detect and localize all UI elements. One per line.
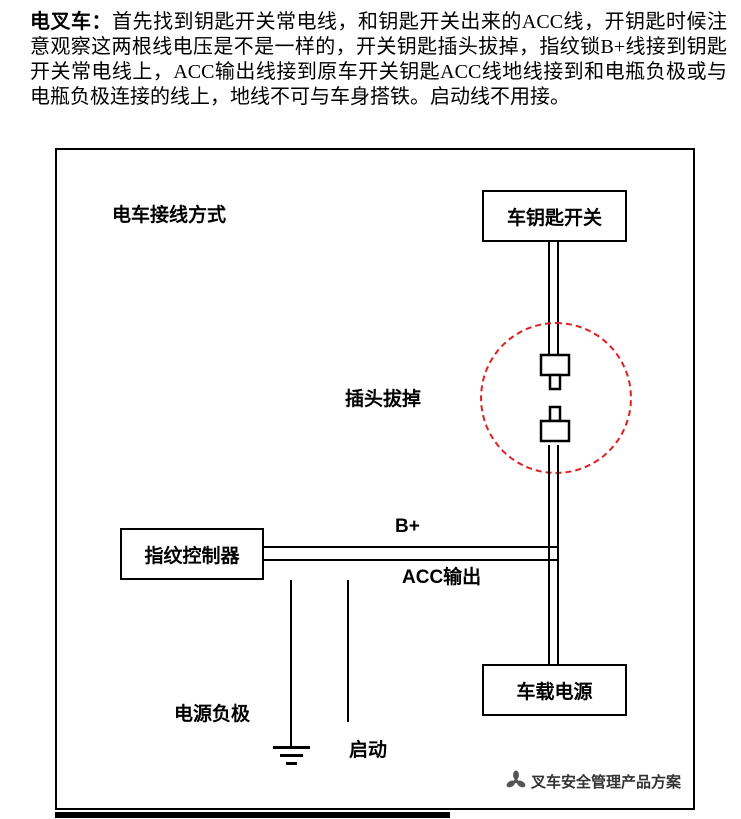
diagram-title: 电车接线方式 bbox=[112, 205, 227, 226]
wire-acc bbox=[264, 559, 559, 561]
wire-keyswitch-left bbox=[548, 242, 550, 355]
fan-icon bbox=[506, 770, 526, 788]
intro-body: 首先找到钥匙开关常电线，和钥匙开关出来的ACC线，开钥匙时候注意观察这两根线电压… bbox=[30, 11, 727, 108]
power-negative-label: 电源负极 bbox=[174, 704, 251, 725]
wire-start bbox=[347, 580, 349, 722]
intro-paragraph: 电叉车：首先找到钥匙开关常电线，和钥匙开关出来的ACC线，开钥匙时候注意观察这两… bbox=[30, 10, 727, 110]
wire-power-left bbox=[548, 445, 550, 664]
fingerprint-controller-box: 指纹控制器 bbox=[120, 528, 264, 580]
vehicle-power-box: 车载电源 bbox=[482, 664, 627, 716]
intro-lead: 电叉车： bbox=[30, 11, 112, 33]
wire-power-right bbox=[557, 445, 559, 664]
wire-bplus bbox=[264, 546, 559, 548]
start-label: 启动 bbox=[349, 740, 388, 761]
wire-keyswitch-right bbox=[557, 242, 559, 355]
bplus-label: B+ bbox=[395, 516, 420, 537]
key-switch-label: 车钥匙开关 bbox=[506, 207, 602, 229]
plug-label: 插头拔掉 bbox=[345, 389, 422, 410]
lower-plug-icon bbox=[539, 405, 571, 443]
acc-output-label: ACC输出 bbox=[402, 567, 482, 588]
wire-negative bbox=[290, 580, 292, 746]
ground-icon-mid bbox=[280, 754, 303, 757]
ground-icon bbox=[273, 746, 310, 749]
key-switch-box: 车钥匙开关 bbox=[482, 190, 627, 242]
plug-highlight-circle bbox=[480, 322, 632, 474]
fingerprint-controller-label: 指纹控制器 bbox=[144, 545, 240, 567]
wiring-diagram-frame: 电车接线方式 车钥匙开关 插头拔掉 指纹控制器 bbox=[55, 148, 695, 810]
watermark-text: 叉车安全管理产品方案 bbox=[531, 773, 682, 791]
vehicle-power-label: 车载电源 bbox=[516, 681, 593, 703]
upper-plug-icon bbox=[539, 353, 571, 391]
watermark: 叉车安全管理产品方案 bbox=[505, 770, 681, 792]
horizontal-scrollbar-thumb[interactable] bbox=[55, 812, 450, 818]
ground-icon-bottom bbox=[286, 762, 297, 765]
